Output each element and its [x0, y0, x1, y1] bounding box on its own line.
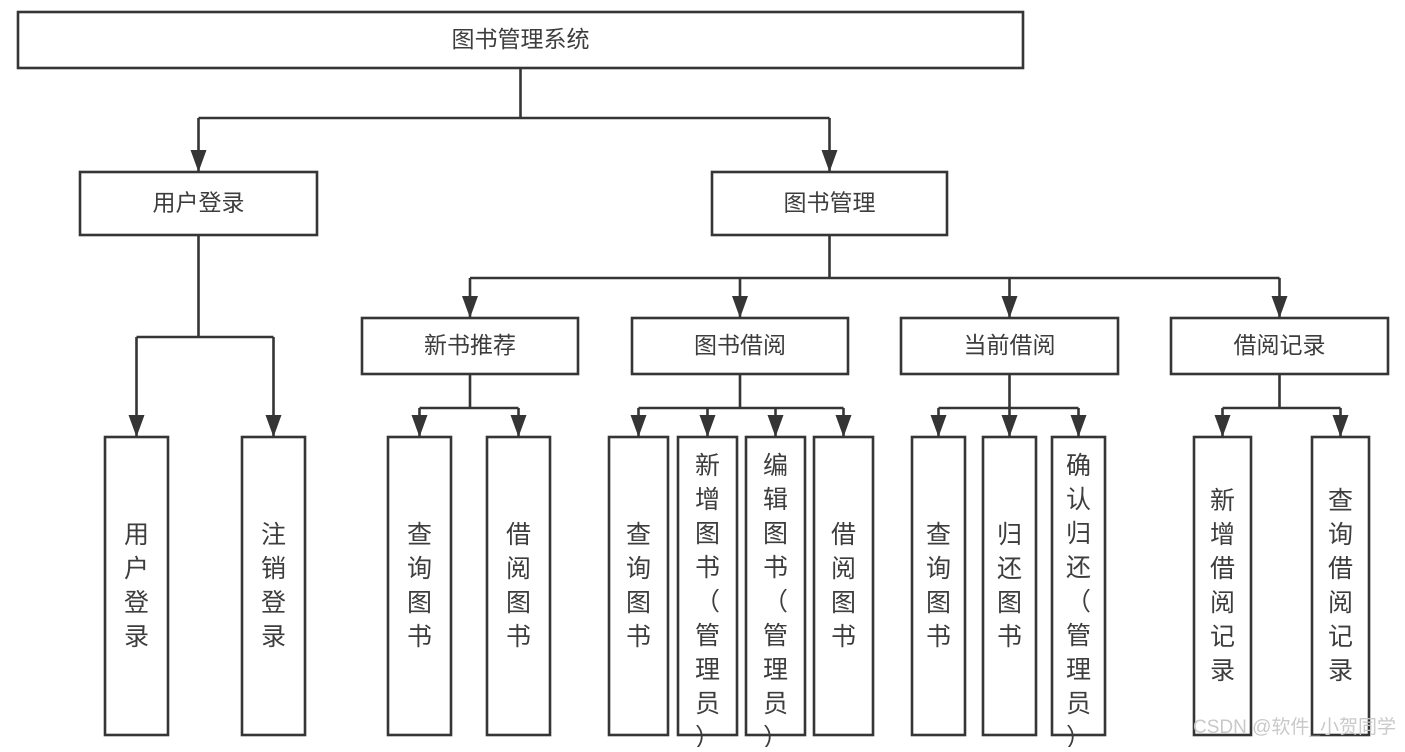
arrow-head-icon: [1332, 415, 1349, 437]
node-leaf-query-borrow-record[interactable]: 查询借阅记录: [1310, 435, 1371, 737]
node-leaf-edit-book[interactable]: 编辑图书（管理员）: [744, 435, 807, 752]
node-leaf-query-book-1[interactable]: 查询图书: [386, 435, 453, 737]
node-leaf-user-logout[interactable]: 注销登录: [240, 435, 307, 737]
node-box-leaf-add-borrow-record[interactable]: [1192, 435, 1253, 737]
node-box-leaf-borrow-book-2[interactable]: [812, 435, 875, 737]
node-box-borrow-record[interactable]: [1169, 316, 1390, 376]
node-label-leaf-borrow-book-2: 借阅图书: [831, 521, 856, 651]
connector-layer: [128, 68, 1349, 437]
node-label-leaf-query-book-2: 查询图书: [626, 521, 651, 651]
arrow-head-icon: [699, 415, 716, 437]
node-label-book-borrow: 图书借阅: [694, 332, 786, 358]
node-label-leaf-query-book-3: 查询图书: [926, 521, 951, 651]
node-label-borrow-record: 借阅记录: [1234, 332, 1326, 358]
node-new-book-recommend[interactable]: 新书推荐: [360, 316, 580, 376]
node-leaf-add-book[interactable]: 新增图书（管理员）: [676, 435, 739, 752]
node-label-leaf-add-borrow-record: 新增借阅记录: [1210, 487, 1235, 685]
node-label-leaf-confirm-return: 确认归还（管理员）: [1066, 452, 1091, 747]
node-label-leaf-add-book: 新增图书（管理员）: [695, 452, 720, 747]
arrow-head-icon: [767, 415, 784, 437]
arrow-head-icon: [1214, 415, 1231, 437]
node-box-current-borrow[interactable]: [899, 316, 1120, 376]
node-leaf-borrow-book-2[interactable]: 借阅图书: [812, 435, 875, 737]
node-label-leaf-return-book: 归还图书: [997, 521, 1022, 651]
csdn-watermark: CSDN @软件_小贺同学: [1193, 716, 1396, 738]
node-leaf-confirm-return[interactable]: 确认归还（管理员）: [1050, 435, 1107, 752]
node-box-new-book-recommend[interactable]: [360, 316, 580, 376]
arrow-head-icon: [411, 415, 428, 437]
node-label-leaf-query-borrow-record: 查询借阅记录: [1328, 487, 1353, 685]
node-label-root: 图书管理系统: [452, 26, 590, 52]
node-leaf-return-book[interactable]: 归还图书: [981, 435, 1038, 737]
node-label-leaf-borrow-book-1: 借阅图书: [506, 521, 531, 651]
arrow-head-icon: [1070, 415, 1087, 437]
node-label-leaf-edit-book: 编辑图书（管理员）: [763, 452, 788, 747]
node-box-root[interactable]: [16, 10, 1025, 70]
arrow-head-icon: [821, 150, 838, 172]
node-user-login[interactable]: 用户登录: [78, 170, 319, 237]
node-box-leaf-query-book-1[interactable]: [386, 435, 453, 737]
node-leaf-user-login[interactable]: 用户登录: [103, 435, 170, 737]
arrow-head-icon: [128, 415, 145, 437]
node-box-leaf-borrow-book-1[interactable]: [485, 435, 552, 737]
node-box-book-borrow[interactable]: [630, 316, 850, 376]
node-label-book-management: 图书管理: [784, 190, 876, 216]
node-layer: 图书管理系统用户登录用户登录注销登录图书管理新书推荐查询图书借阅图书图书借阅查询…: [16, 10, 1390, 752]
node-borrow-record[interactable]: 借阅记录: [1169, 316, 1390, 376]
arrow-head-icon: [1271, 296, 1288, 318]
node-label-user-login: 用户登录: [153, 190, 245, 216]
node-box-leaf-confirm-return[interactable]: [1050, 435, 1107, 737]
node-label-current-borrow: 当前借阅: [964, 332, 1056, 358]
node-box-leaf-user-login[interactable]: [103, 435, 170, 737]
node-box-leaf-query-book-3[interactable]: [910, 435, 967, 737]
node-book-management[interactable]: 图书管理: [710, 170, 949, 237]
node-leaf-query-book-2[interactable]: 查询图书: [607, 435, 670, 737]
arrow-head-icon: [930, 415, 947, 437]
arrow-head-icon: [835, 415, 852, 437]
arrow-head-icon: [1001, 296, 1018, 318]
node-box-leaf-edit-book[interactable]: [744, 435, 807, 737]
node-box-book-management[interactable]: [710, 170, 949, 237]
node-box-leaf-return-book[interactable]: [981, 435, 1038, 737]
arrow-head-icon: [510, 415, 527, 437]
node-leaf-query-book-3[interactable]: 查询图书: [910, 435, 967, 737]
node-box-leaf-add-book[interactable]: [676, 435, 739, 737]
node-label-leaf-user-logout: 注销登录: [261, 521, 286, 651]
arrow-head-icon: [265, 415, 282, 437]
arrow-head-icon: [630, 415, 647, 437]
node-book-borrow[interactable]: 图书借阅: [630, 316, 850, 376]
node-label-leaf-user-login: 用户登录: [124, 521, 149, 651]
node-box-leaf-user-logout[interactable]: [240, 435, 307, 737]
node-leaf-borrow-book-1[interactable]: 借阅图书: [485, 435, 552, 737]
node-current-borrow[interactable]: 当前借阅: [899, 316, 1120, 376]
node-box-leaf-query-borrow-record[interactable]: [1310, 435, 1371, 737]
node-box-leaf-query-book-2[interactable]: [607, 435, 670, 737]
arrow-head-icon: [732, 296, 748, 318]
node-box-user-login[interactable]: [78, 170, 319, 237]
node-label-new-book-recommend: 新书推荐: [424, 332, 516, 358]
node-label-leaf-query-book-1: 查询图书: [407, 521, 432, 651]
arrow-head-icon: [462, 296, 478, 318]
arrow-head-icon: [1001, 415, 1018, 437]
arrow-head-icon: [190, 150, 207, 172]
node-leaf-add-borrow-record[interactable]: 新增借阅记录: [1192, 435, 1253, 737]
node-root[interactable]: 图书管理系统: [16, 10, 1025, 70]
